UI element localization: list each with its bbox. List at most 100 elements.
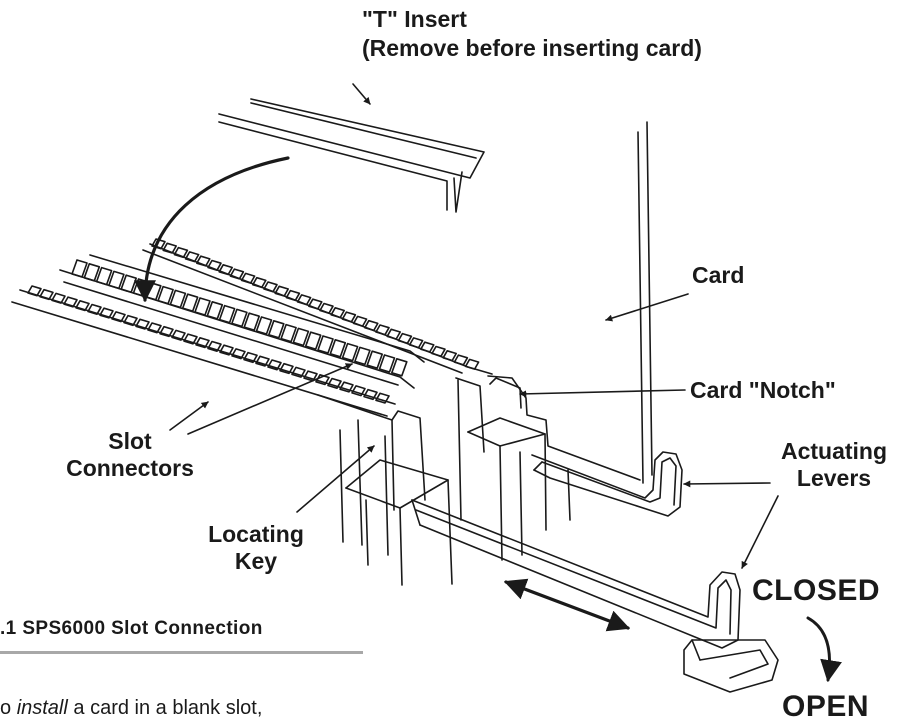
connector-tooth <box>263 281 278 293</box>
body-suffix: a card in a blank slot, <box>67 697 263 719</box>
connector-tooth <box>363 388 378 401</box>
connector-tooth <box>162 242 177 254</box>
connector-tooth <box>267 359 282 371</box>
connector-tooth <box>330 307 345 319</box>
connector-tooth <box>181 293 199 312</box>
connector-tooth <box>39 288 54 301</box>
connector-tooth <box>291 366 306 378</box>
connector-tooth <box>327 377 342 389</box>
connector-tooth <box>391 358 408 377</box>
connector-tooth <box>364 319 379 332</box>
locating-label-line1: Locating <box>208 521 304 547</box>
connector-tooth <box>329 339 347 358</box>
caption-divider <box>0 651 363 654</box>
connector-tooth <box>195 337 210 349</box>
connector-tooth <box>308 298 323 310</box>
connector-tooth <box>341 311 357 323</box>
connector-tooth <box>83 263 101 282</box>
connector-tooth <box>157 285 174 305</box>
connector-tooth <box>219 344 234 356</box>
connector-tooth <box>123 314 138 327</box>
connector-tooth <box>397 332 413 345</box>
connector-tooth <box>108 270 125 290</box>
connector-tooth <box>366 350 383 369</box>
t-insert <box>218 98 485 213</box>
connector-tooth <box>339 381 354 393</box>
connector-tooth <box>243 351 258 364</box>
connector-tooth <box>352 315 368 327</box>
connector-tooth <box>354 346 371 366</box>
connector-tooth <box>453 354 469 366</box>
t-insert-label: "T" Insert <box>362 6 467 32</box>
connector-tooth <box>351 385 366 397</box>
connector-tooth <box>231 308 248 328</box>
connector-tooth <box>315 374 330 386</box>
closed-to-open-arrow <box>806 616 842 683</box>
connector-tooth <box>151 238 166 250</box>
connector-tooth <box>431 345 446 357</box>
card <box>487 121 653 484</box>
card-notch-label: Card "Notch" <box>690 377 836 403</box>
connector-tooth <box>206 301 224 320</box>
back-slot-teeth <box>151 238 480 370</box>
actuating-label-line2: Levers <box>796 465 872 491</box>
connector-tooth <box>207 340 222 352</box>
back-connector-strip <box>142 238 493 375</box>
front-slot-teeth <box>27 285 390 404</box>
connector-tooth <box>207 259 222 271</box>
connector-tooth <box>285 289 301 302</box>
connector-tooth <box>120 274 137 293</box>
lower-lever <box>411 499 741 649</box>
connector-tooth <box>184 251 200 263</box>
connector-tooth <box>317 335 334 354</box>
connector-tooth <box>51 292 66 304</box>
connector-tooth <box>229 268 245 280</box>
connector-tooth <box>196 255 211 267</box>
connector-tooth <box>171 329 186 341</box>
connector-tooth <box>87 303 102 315</box>
insert-arrow <box>134 156 290 303</box>
connector-tooth <box>95 266 113 286</box>
connector-tooth <box>218 264 233 276</box>
connector-tooth <box>147 322 162 334</box>
body-paragraph: o install a card in a blank slot, <box>0 697 262 720</box>
connector-tooth <box>464 358 480 370</box>
connector-tooth <box>111 311 126 323</box>
connector-tooth <box>135 318 150 330</box>
connector-tooth <box>240 272 256 284</box>
connector-tooth <box>274 285 289 297</box>
connector-tooth <box>303 370 318 382</box>
connector-tooth <box>375 392 390 404</box>
connector-tooth <box>194 297 211 316</box>
connector-tooth <box>375 324 390 336</box>
connector-tooth <box>408 337 424 349</box>
rear-slot-teeth <box>71 259 408 377</box>
connector-tooth <box>279 362 294 375</box>
connector-tooth <box>296 294 312 306</box>
chassis-blocks <box>317 377 571 586</box>
actuating-label-line1: Actuating <box>780 438 888 464</box>
connector-tooth <box>183 333 198 345</box>
connector-tooth <box>252 276 267 289</box>
connector-tooth <box>341 342 359 362</box>
connector-tooth <box>319 302 334 314</box>
slot-label-line1: Slot <box>108 428 152 454</box>
connector-tooth <box>292 327 310 347</box>
connector-tooth <box>218 304 236 324</box>
t-insert-note: (Remove before inserting card) <box>362 35 702 61</box>
actuating-levers-label: Actuating Levers <box>770 438 898 492</box>
connector-tooth <box>75 300 90 312</box>
connector-tooth <box>63 296 78 308</box>
connector-tooth <box>386 328 401 340</box>
slide-arrow <box>503 578 631 632</box>
leader-lines <box>169 83 779 569</box>
closed-label: CLOSED <box>752 574 881 607</box>
locating-key-label: Locating Key <box>196 521 316 575</box>
card-label: Card <box>692 262 745 288</box>
connector-tooth <box>27 285 42 297</box>
figure-caption: .1 SPS6000 Slot Connection <box>0 618 263 639</box>
connector-tooth <box>442 350 457 362</box>
open-position-lever <box>683 639 779 693</box>
